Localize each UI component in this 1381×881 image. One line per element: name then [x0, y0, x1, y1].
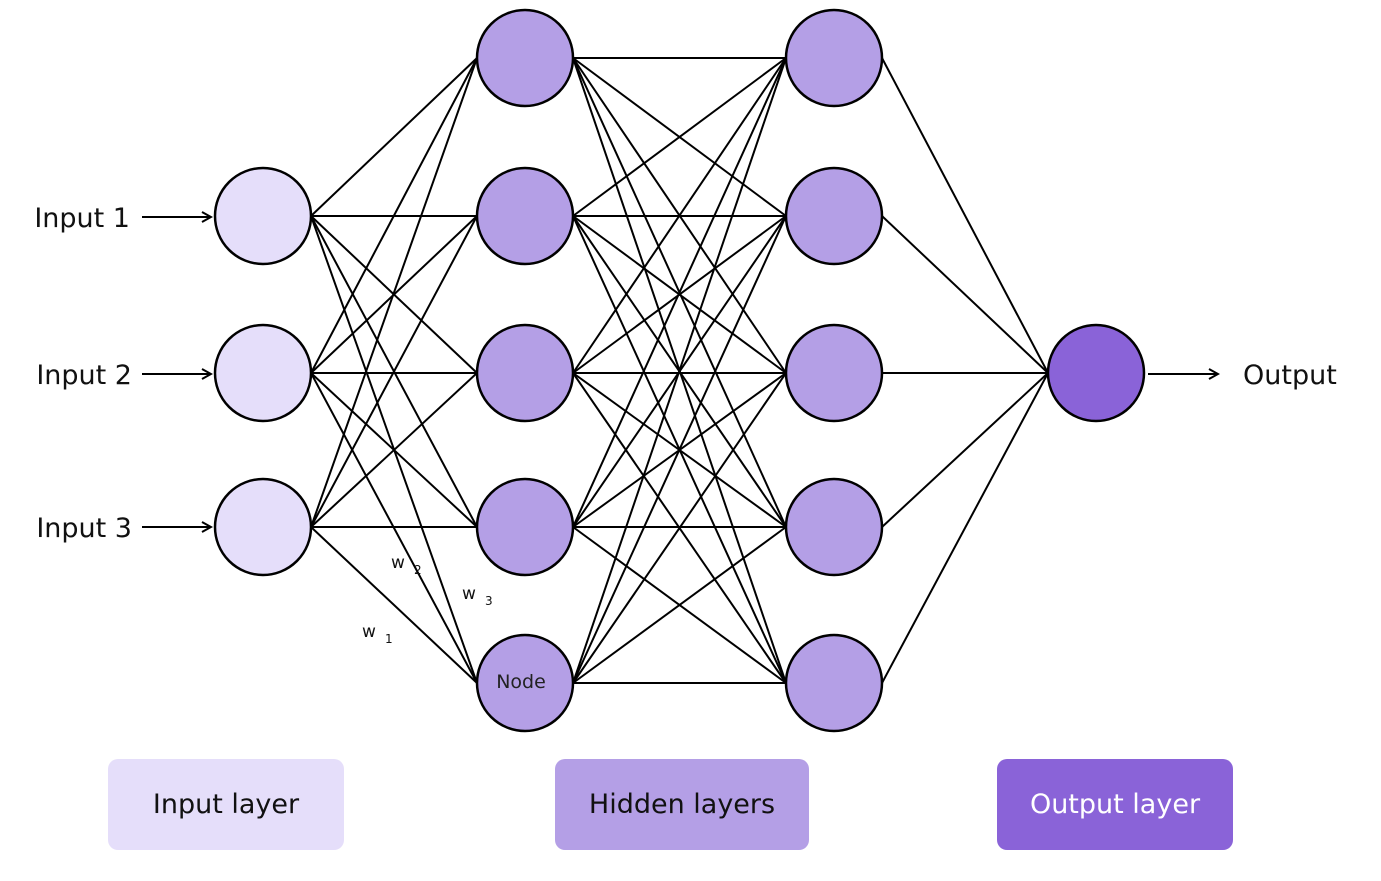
edge-l3-4-1: [881, 372, 1049, 528]
labels: Input 1 Input 2 Input 3 Output Node w 1 …: [34, 203, 1336, 693]
legend-input-layer: Input layer: [108, 759, 344, 850]
input-3-label: Input 3: [36, 513, 132, 544]
edge-l3-5-1: [881, 372, 1049, 684]
hidden1-node-2: [475, 166, 575, 266]
hidden2-node-2: [784, 166, 884, 266]
edge-l1-3-3: [310, 372, 478, 528]
input-node-1: [213, 166, 313, 266]
edge-l2-2-1: [572, 57, 787, 217]
weight-w1-label: w 1: [362, 622, 393, 646]
edge-l2-4-1: [572, 57, 787, 528]
edge-l1-3-2: [310, 215, 478, 528]
edge-l2-5-2: [572, 215, 787, 684]
edge-l3-2-1: [881, 215, 1049, 374]
weight-w3-label: w 3: [462, 584, 493, 608]
weight-w2-label: w 2: [391, 553, 422, 577]
edge-l3-1-1: [881, 57, 1049, 374]
hidden2-node-3: [784, 323, 884, 423]
hidden2-node-5: [784, 633, 884, 733]
node-label: Node: [496, 671, 546, 693]
edge-l1-3-1: [310, 57, 478, 528]
hidden2-node-1: [784, 8, 884, 108]
edge-l2-3-1: [572, 57, 787, 374]
input-2-label: Input 2: [36, 360, 132, 391]
output-node-1: [1046, 323, 1146, 423]
edge-l2-5-3: [572, 372, 787, 684]
edge-l2-5-1: [572, 57, 787, 684]
hidden1-node-4: [475, 477, 575, 577]
edge-l2-5-4: [572, 526, 787, 684]
legend-output-layer: Output layer: [997, 759, 1233, 850]
input-node-3: [213, 477, 313, 577]
hidden1-node-1: [475, 8, 575, 108]
edge-l1-1-1: [310, 57, 478, 217]
hidden2-node-4: [784, 477, 884, 577]
connections: [310, 57, 1049, 684]
io-arrows: [142, 217, 1218, 527]
hidden1-node-3: [475, 323, 575, 423]
legend-hidden-layers: Hidden layers: [555, 759, 809, 850]
input-node-2: [213, 323, 313, 423]
output-label: Output: [1243, 360, 1337, 391]
nodes: [213, 8, 1146, 733]
edge-l1-2-1: [310, 57, 478, 374]
input-1-label: Input 1: [34, 203, 130, 234]
hidden1-node-5: [475, 633, 575, 733]
edge-l1-3-5: [310, 526, 478, 684]
